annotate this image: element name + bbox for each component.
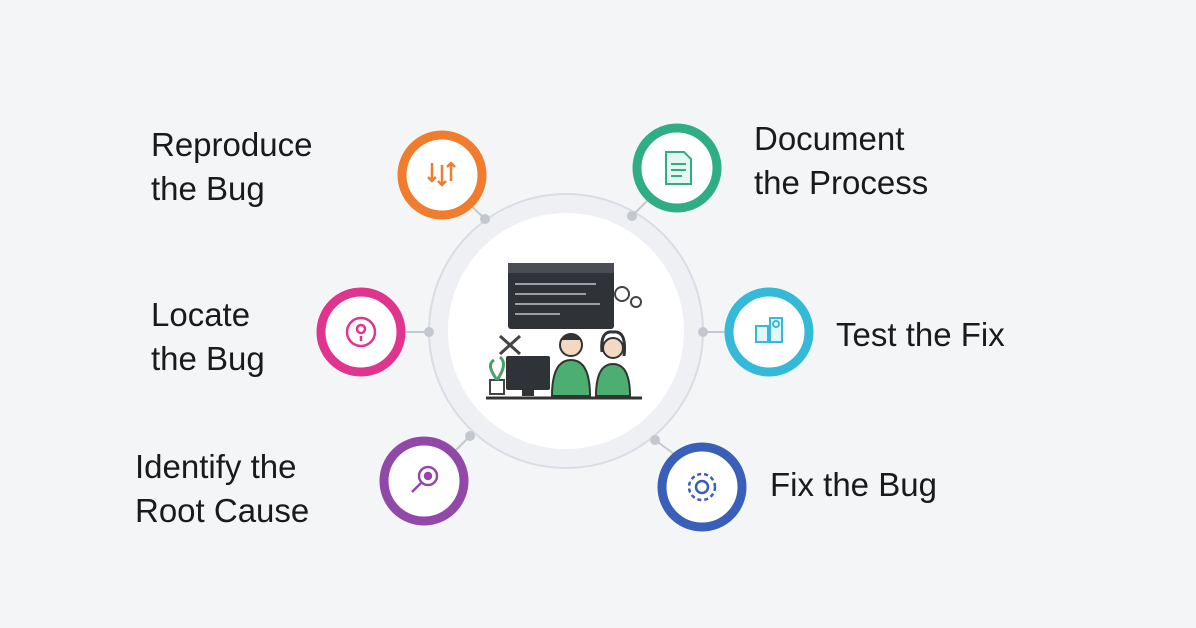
gear-fix-icon	[687, 472, 717, 502]
step-label-identify: Identify the Root Cause	[135, 448, 310, 529]
test-tube-icon	[755, 317, 783, 343]
step-label-fix: Fix the Bug	[770, 466, 937, 503]
location-pin-icon	[345, 316, 377, 348]
developer-head	[602, 337, 624, 359]
step-icon-fix	[657, 442, 747, 532]
developer-hair	[600, 330, 626, 357]
step-icon-locate	[316, 287, 406, 377]
step-label-test: Test the Fix	[836, 316, 1005, 353]
step-label-document: Document the Process	[754, 120, 929, 201]
step-label-reproduce: Reproduce the Bug	[151, 126, 313, 207]
step-label-locate: Locate the Bug	[151, 296, 265, 377]
gear-small	[630, 296, 642, 308]
plant-leaves	[488, 355, 506, 381]
code-lines	[515, 283, 600, 315]
gear-small	[614, 286, 630, 302]
developer-body	[594, 362, 632, 397]
plant-pot	[489, 379, 505, 395]
step-icon-reproduce	[397, 130, 487, 220]
code-window	[508, 263, 614, 329]
developers-debugging-icon	[486, 263, 642, 400]
sort-arrows-icon	[427, 161, 456, 187]
step-icon-document	[632, 123, 722, 213]
step-icon-test	[724, 287, 814, 377]
monitor	[506, 356, 550, 390]
magnify-bug-icon	[411, 465, 439, 493]
developer-body	[550, 358, 592, 397]
step-icon-identify	[379, 436, 469, 526]
code-window-bar	[508, 263, 614, 273]
tool-screwdriver	[498, 334, 522, 356]
developer-hair	[560, 333, 582, 340]
document-icon	[665, 151, 692, 185]
connector-line	[631, 197, 651, 217]
center-disc	[448, 213, 684, 449]
